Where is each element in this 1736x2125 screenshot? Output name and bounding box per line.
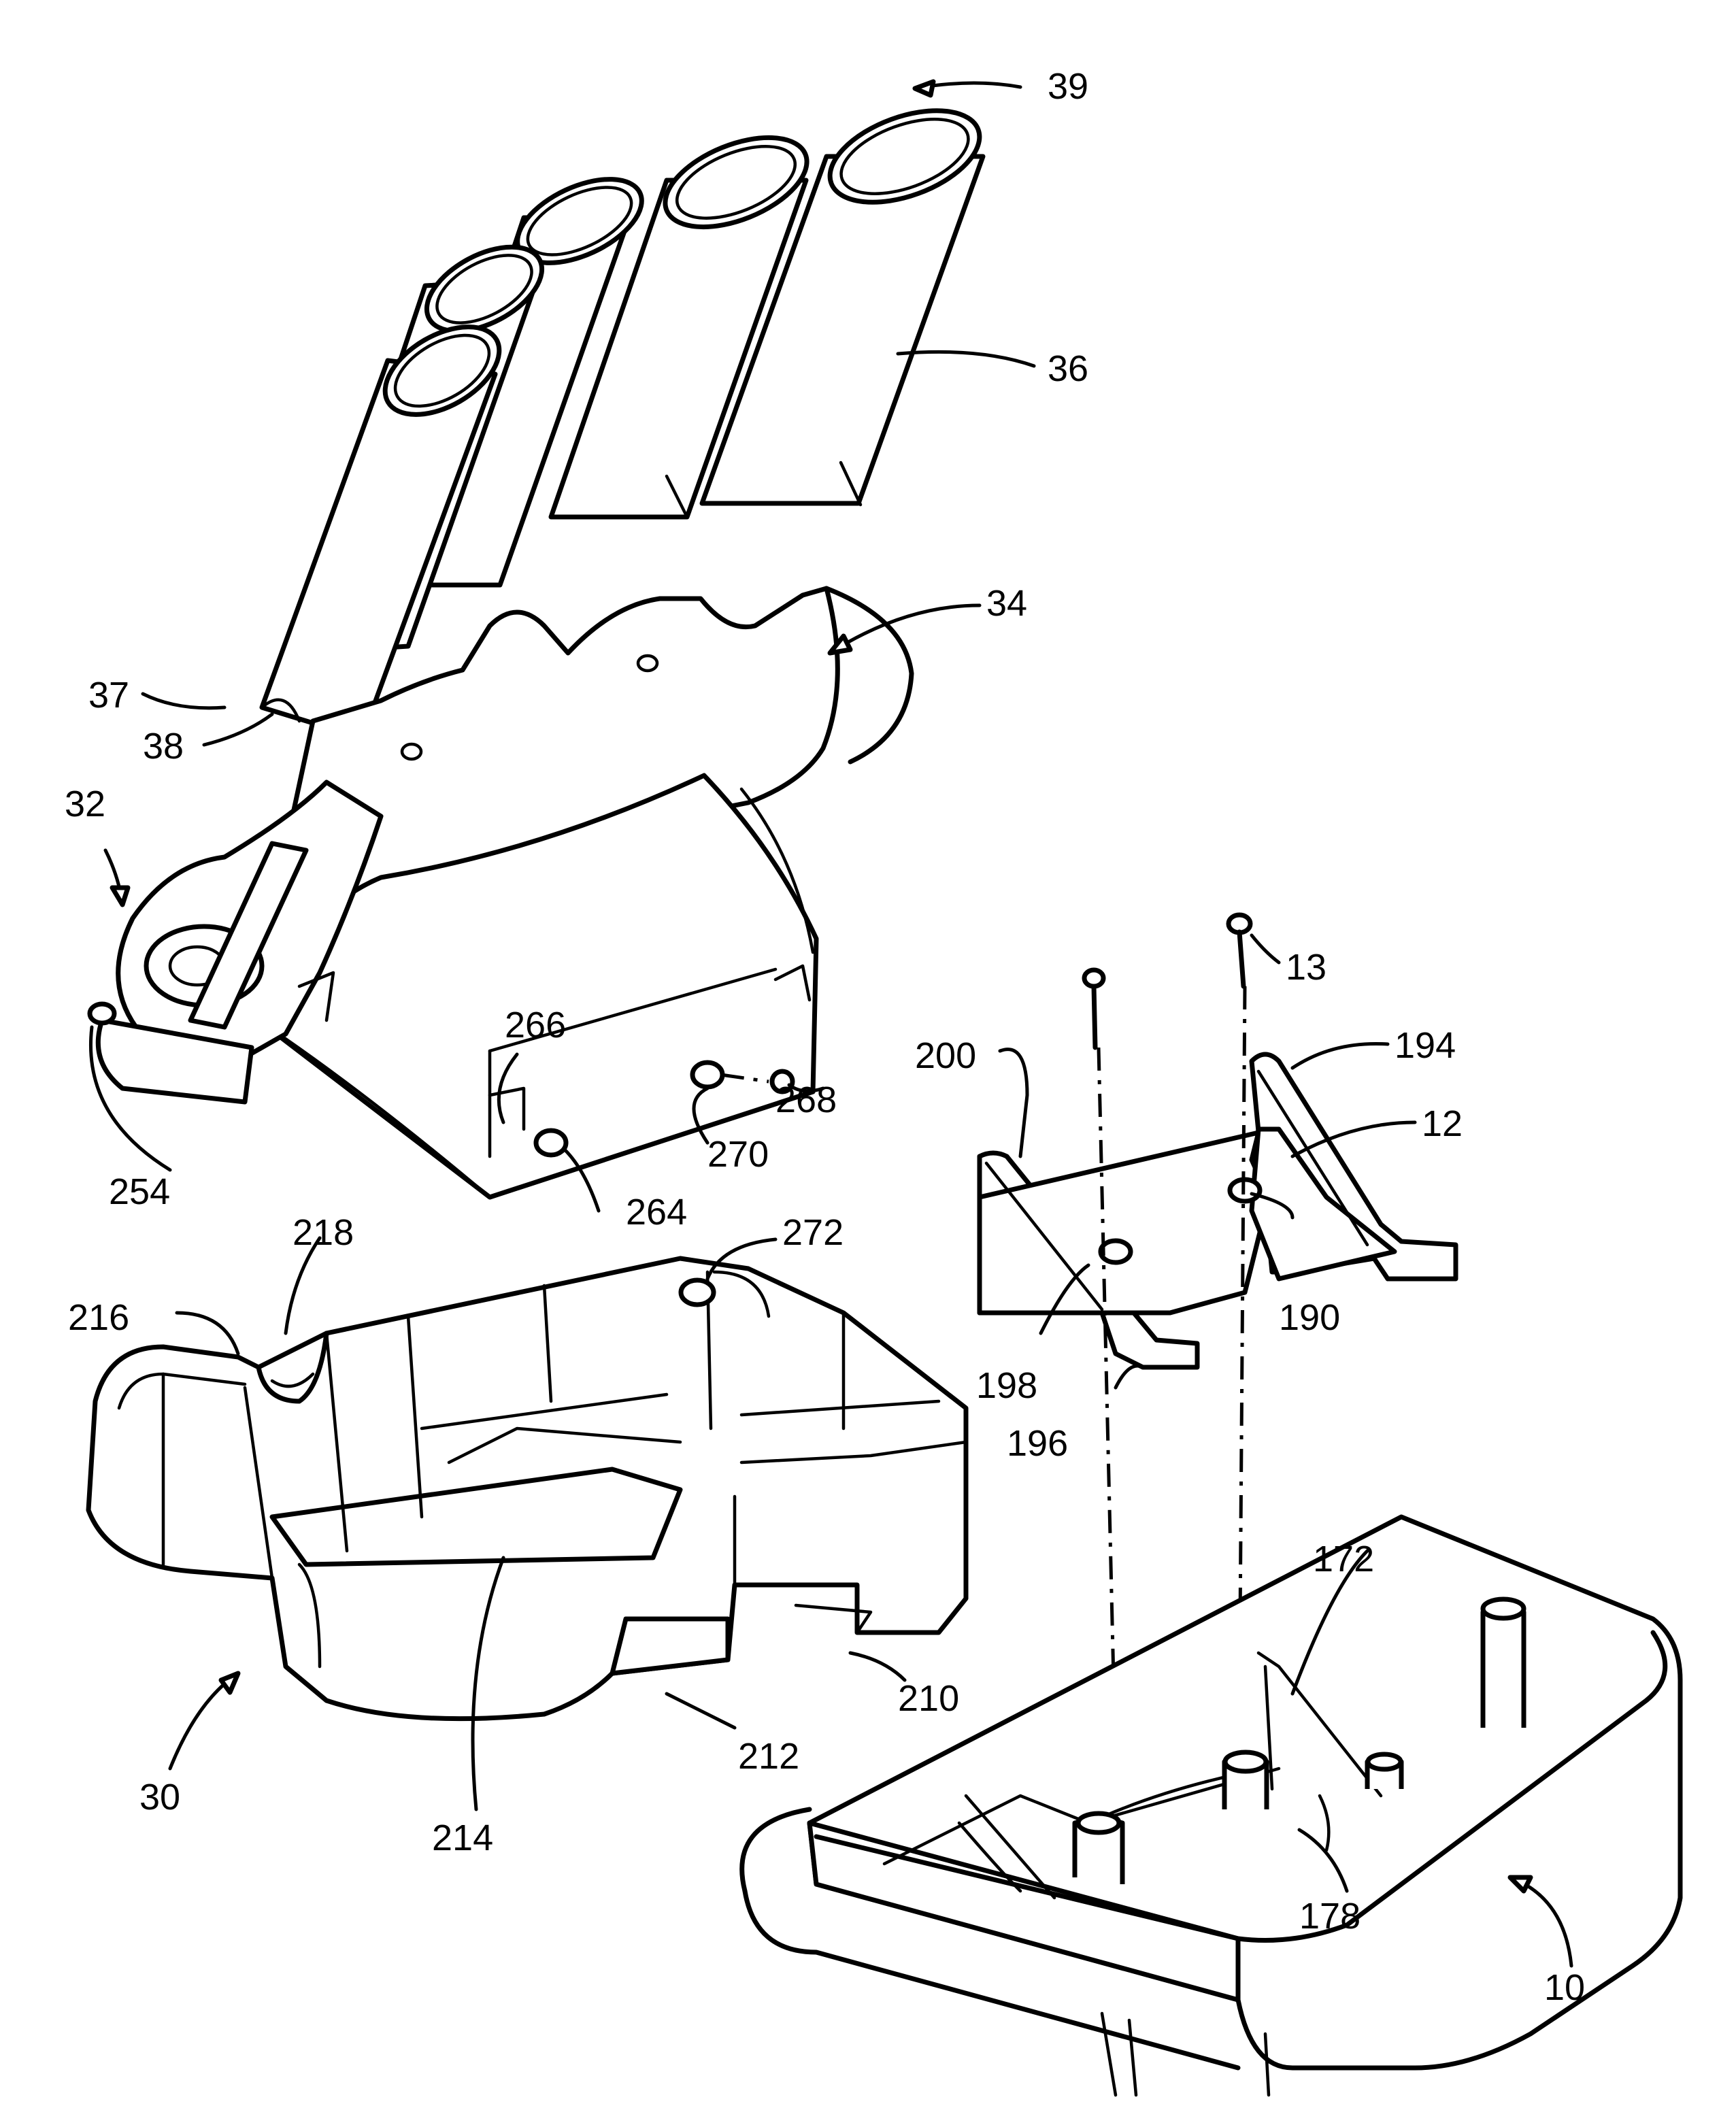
ref-212: 212 <box>738 1736 799 1777</box>
pin-13-left <box>1084 970 1103 1048</box>
ref-254: 254 <box>109 1171 170 1212</box>
ref-12: 12 <box>1422 1103 1463 1144</box>
boss-270 <box>692 1062 722 1087</box>
ref-194: 194 <box>1395 1025 1456 1066</box>
ref-264: 264 <box>626 1192 687 1233</box>
ref-270: 270 <box>707 1134 769 1175</box>
ref-37: 37 <box>88 675 129 716</box>
ref-13: 13 <box>1286 947 1326 988</box>
ref-32: 32 <box>65 784 105 824</box>
ref-200: 200 <box>915 1035 976 1076</box>
pin-13-right <box>1229 915 1250 986</box>
ref-268: 268 <box>775 1080 837 1120</box>
ref-34: 34 <box>986 583 1027 624</box>
ref-216: 216 <box>68 1297 129 1338</box>
ref-198: 198 <box>976 1365 1037 1406</box>
ref-218: 218 <box>293 1212 354 1253</box>
ref-36: 36 <box>1048 348 1088 389</box>
ref-30: 30 <box>139 1777 180 1818</box>
ref-178: 178 <box>1299 1896 1361 1937</box>
ref-39: 39 <box>1048 66 1088 107</box>
ref-266: 266 <box>505 1005 566 1045</box>
ref-38: 38 <box>143 726 184 767</box>
ref-172: 172 <box>1313 1539 1374 1579</box>
boss-264 <box>536 1131 566 1155</box>
bracket-12 <box>980 1054 1456 1367</box>
ref-190: 190 <box>1279 1297 1340 1338</box>
ref-210: 210 <box>898 1678 959 1719</box>
ref-214: 214 <box>432 1818 493 1858</box>
ref-10: 10 <box>1544 1967 1585 2008</box>
ref-272: 272 <box>782 1212 844 1253</box>
ref-196: 196 <box>1007 1423 1068 1464</box>
